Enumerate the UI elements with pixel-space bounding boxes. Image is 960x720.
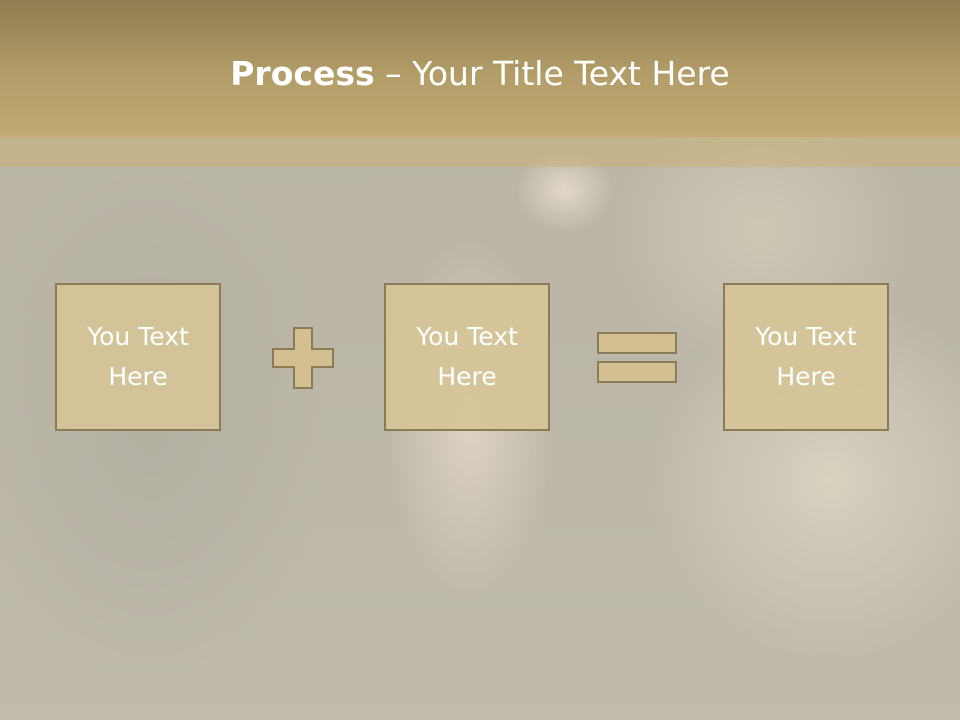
text-box-3-label: You Text Here — [755, 322, 857, 391]
text-box-2-label: You Text Here — [416, 322, 518, 391]
text-box-1-label: You Text Here — [87, 322, 189, 391]
title-bold: Process — [230, 54, 375, 93]
equals-icon — [597, 332, 677, 383]
text-box-1[interactable]: You Text Here — [55, 283, 221, 431]
title-band — [0, 137, 960, 167]
text-box-3[interactable]: You Text Here — [723, 283, 889, 431]
plus-icon — [272, 327, 334, 389]
text-box-2[interactable]: You Text Here — [384, 283, 550, 431]
title-bar — [0, 0, 960, 137]
title-rest: Your Title Text Here — [412, 54, 730, 93]
slide-title: Process – Your Title Text Here — [0, 52, 960, 96]
title-separator: – — [374, 54, 413, 93]
